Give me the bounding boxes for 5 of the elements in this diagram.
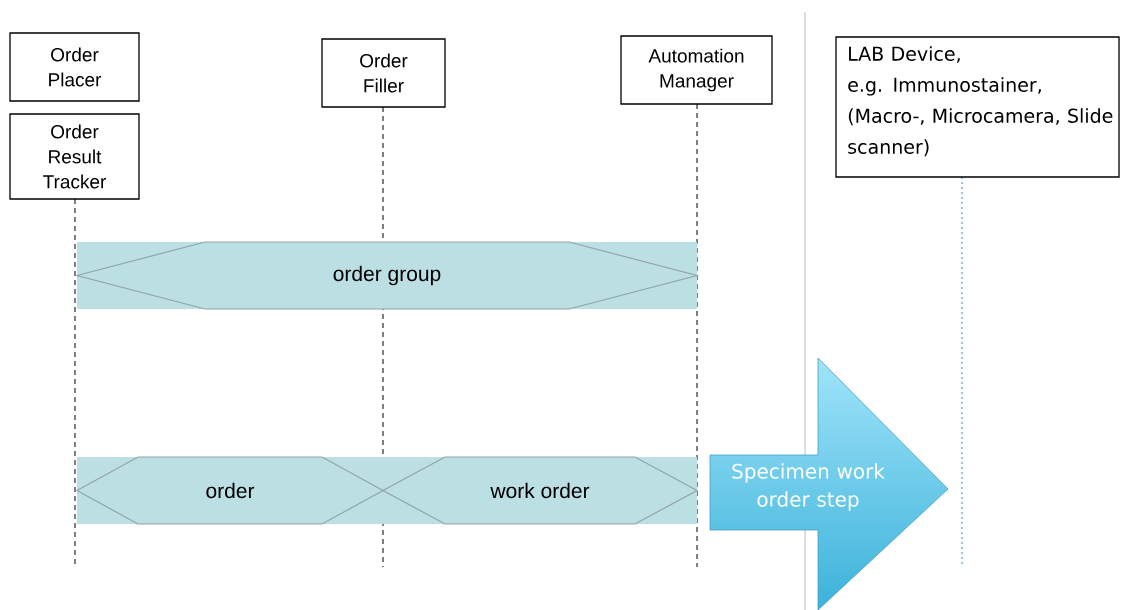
device-box: LAB Device, e.g. Immunostainer, (Macro-, Microcamera, Slide scanner) [835, 36, 1120, 178]
actor-box: Order Placer [9, 32, 140, 102]
actor-box: Order Result Tracker [9, 113, 140, 200]
actor-box: Order Filler [321, 38, 446, 108]
actor-box: Automation Manager [620, 35, 773, 105]
